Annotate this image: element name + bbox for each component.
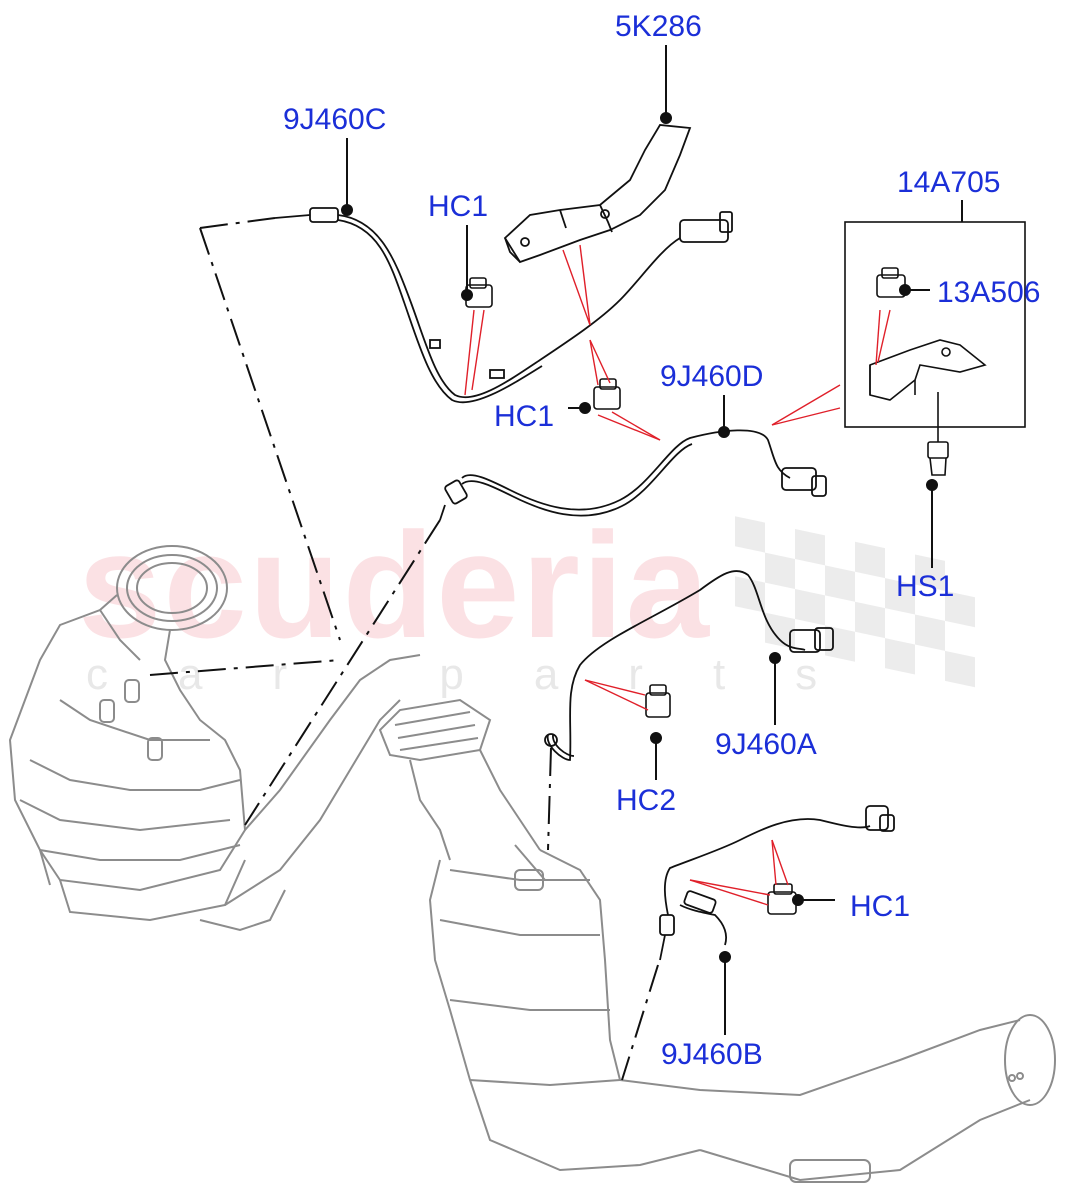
- callout-leaders: [341, 45, 963, 1035]
- checkered-flag-watermark: [735, 516, 975, 688]
- left-catalytic-converter: [8, 545, 421, 932]
- bracket-kit-box: [844, 221, 1026, 428]
- callout-5k286[interactable]: 5K286: [615, 10, 702, 43]
- watermark-tagline: car parts: [86, 650, 888, 699]
- heat-shield-part: [503, 124, 692, 264]
- callout-14a705[interactable]: 14A705: [897, 166, 1001, 199]
- sensor-harness-9j460b: [659, 805, 895, 961]
- sensor-harness-9j460a: [544, 570, 834, 761]
- sensor-harness-9j460d: [439, 429, 827, 521]
- right-catalytic-converter: [378, 698, 1056, 1183]
- callout-9j460c[interactable]: 9J460C: [283, 103, 387, 136]
- callout-hc1-top[interactable]: HC1: [428, 190, 489, 223]
- red-reference-lines: [464, 244, 891, 906]
- callout-9j460b[interactable]: 9J460B: [661, 1038, 763, 1071]
- callout-hc1-bottom[interactable]: HC1: [850, 890, 911, 923]
- phantom-lines: [149, 217, 659, 1081]
- callout-13a506[interactable]: 13A506: [937, 276, 1041, 309]
- callout-hs1[interactable]: HS1: [896, 570, 955, 603]
- sensor-harness-9j460c: [274, 207, 733, 404]
- stud-hs1: [927, 392, 949, 476]
- callout-hc2[interactable]: HC2: [616, 784, 677, 817]
- watermark-brand: scuderia: [78, 501, 711, 669]
- callout-9j460d[interactable]: 9J460D: [660, 360, 764, 393]
- callout-9j460a[interactable]: 9J460A: [715, 728, 817, 761]
- callout-hc1-mid[interactable]: HC1: [494, 400, 555, 433]
